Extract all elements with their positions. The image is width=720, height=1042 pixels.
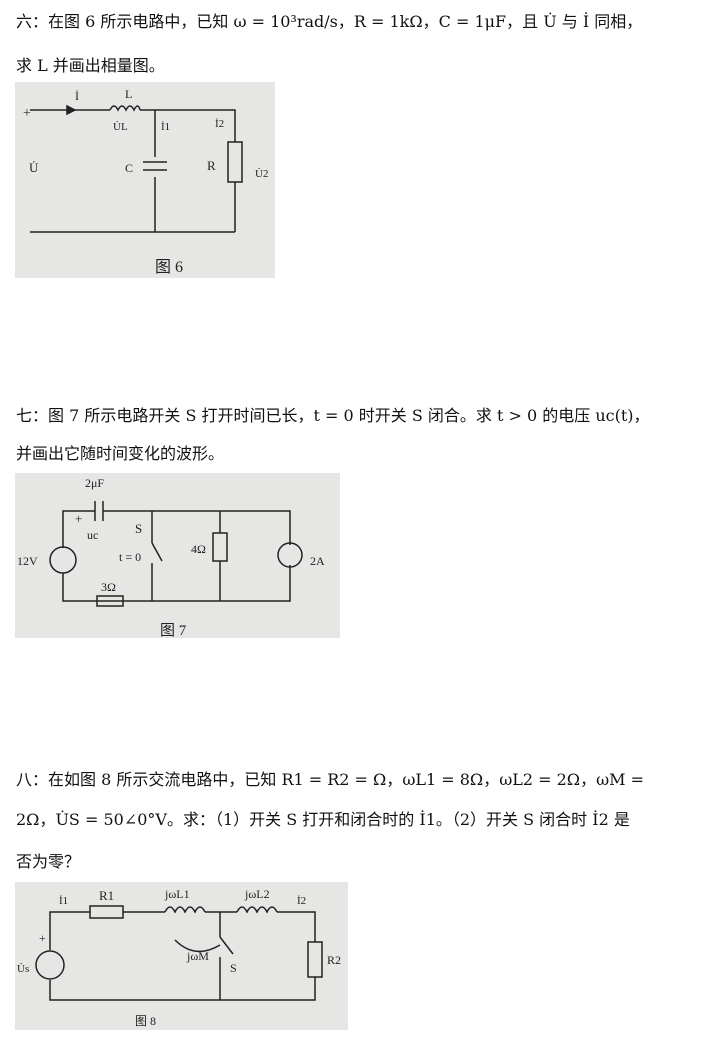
fig6-U2: U̇2 (255, 168, 268, 180)
q7-text-line1: 七：图 7 所示电路开关 S 打开时间已长，t = 0 时开关 S 闭合。求 t… (16, 406, 650, 425)
fig8-I1: İ1 (59, 895, 68, 907)
fig8-Us: U̇s (17, 963, 29, 975)
fig8-caption: 图 8 (135, 1014, 156, 1028)
fig8-plus: + (39, 931, 46, 945)
fig6-I: İ (75, 89, 79, 103)
fig7-4ohm: 4Ω (191, 542, 206, 556)
q6-text-line2: 求 L 并画出相量图。 (16, 56, 165, 75)
fig8-jwL2: jωL2 (244, 887, 270, 901)
fig6-I2: İ2 (215, 118, 224, 130)
fig7-12V: 12V (17, 554, 38, 568)
fig7-plus: + (75, 511, 82, 526)
fig7-3ohm: 3Ω (101, 580, 116, 594)
q8-text-line1: 八：在如图 8 所示交流电路中，已知 R1 = R2 = Ω，ωL1 = 8Ω，… (16, 770, 644, 789)
fig7-caption: 图 7 (160, 622, 187, 638)
fig8-jwM: jωM (186, 949, 209, 963)
fig6-caption: 图 6 (155, 259, 183, 276)
fig7-uc: uc (87, 528, 98, 542)
fig6-U: U̇ (29, 160, 39, 175)
fig8-I2: İ2 (297, 895, 306, 907)
fig8-S: S (230, 961, 237, 975)
fig6-C: C (125, 161, 133, 175)
figure-7: 2μF + uc S t = 0 4Ω 3Ω 12V 2A 图 7 (15, 473, 340, 638)
fig7-2A: 2A (310, 554, 325, 568)
fig6-UL: U̇L (113, 121, 128, 133)
fig7-t0: t = 0 (119, 550, 141, 564)
fig6-I1: İ1 (161, 121, 170, 133)
fig8-R2: R2 (327, 953, 341, 967)
q8-text-line3: 否为零？ (16, 852, 81, 871)
fig8-R1: R1 (99, 888, 114, 903)
fig8-jwL1: jωL1 (164, 887, 190, 901)
fig6-R: R (207, 158, 216, 173)
fig6-L: L (125, 87, 132, 101)
figure-8: İ1 R1 jωL1 jωL2 İ2 jωM S U̇s R2 + 图 8 (15, 882, 348, 1030)
q6-text-line1: 六：在图 6 所示电路中，已知 ω = 10³rad/s，R = 1kΩ，C =… (16, 12, 643, 31)
figure-6: + İ L U̇L İ1 İ2 C R U̇ U̇2 图 6 (15, 82, 275, 278)
q7-text-line2: 并画出它随时间变化的波形。 (16, 444, 225, 463)
fig7-cap: 2μF (85, 476, 104, 490)
fig7-S: S (135, 521, 142, 536)
q8-text-line2: 2Ω，U̇S = 50∠0°V。求：（1）开关 S 打开和闭合时的 İ1。（2）… (16, 810, 630, 829)
fig6-plus: + (23, 106, 31, 121)
